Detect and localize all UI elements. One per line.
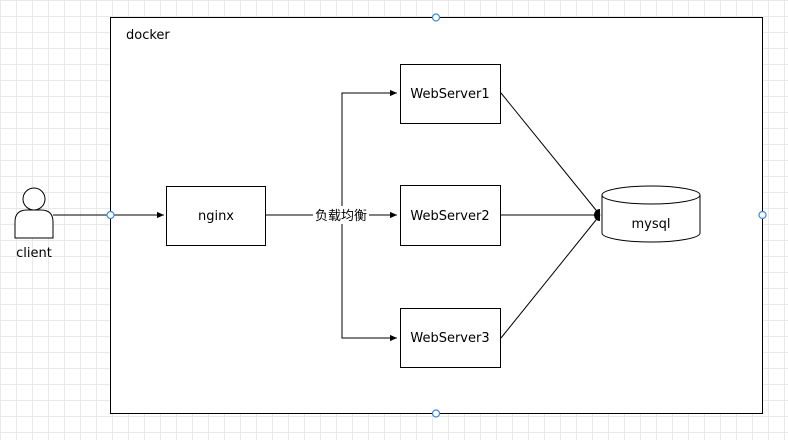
connectors [53,89,601,342]
mysql-cylinder-body [601,195,701,243]
mysql-label: mysql [632,217,671,232]
webserver1-label: WebServer1 [410,87,489,102]
mysql-node[interactable]: mysql [601,185,701,243]
mysql-cylinder-top [601,185,701,205]
nginx-label: nginx [198,209,234,224]
webserver3-label: WebServer3 [410,331,489,346]
client-actor[interactable]: client [14,187,54,261]
resize-handle-left[interactable] [106,210,115,220]
client-head-icon [22,187,46,211]
webserver2-node[interactable]: WebServer2 [400,185,501,246]
selection-handles [106,13,767,418]
webserver1-node[interactable]: WebServer1 [400,64,501,124]
webserver3-node[interactable]: WebServer3 [400,308,501,368]
nginx-node[interactable]: nginx [166,186,266,246]
load-balance-label-group: 负载均衡 [313,206,369,224]
docker-container-label: docker [126,28,170,43]
webserver1-to-mysql-line[interactable] [500,92,601,216]
resize-handle-top[interactable] [431,13,441,22]
client-label: client [16,246,52,261]
load-balance-label: 负载均衡 [315,209,367,224]
nginx-to-webserver3-arrow[interactable] [341,215,397,342]
resize-handle-bottom[interactable] [431,409,441,418]
resize-handle-right[interactable] [758,210,767,220]
mysql-connection-point [594,209,600,221]
webserver2-label: WebServer2 [410,209,489,224]
load-balance-label-bg [313,206,369,224]
nginx-to-webserver1-arrow[interactable] [341,89,397,215]
webserver3-to-mysql-line[interactable] [500,214,601,339]
client-body-icon [14,209,54,239]
